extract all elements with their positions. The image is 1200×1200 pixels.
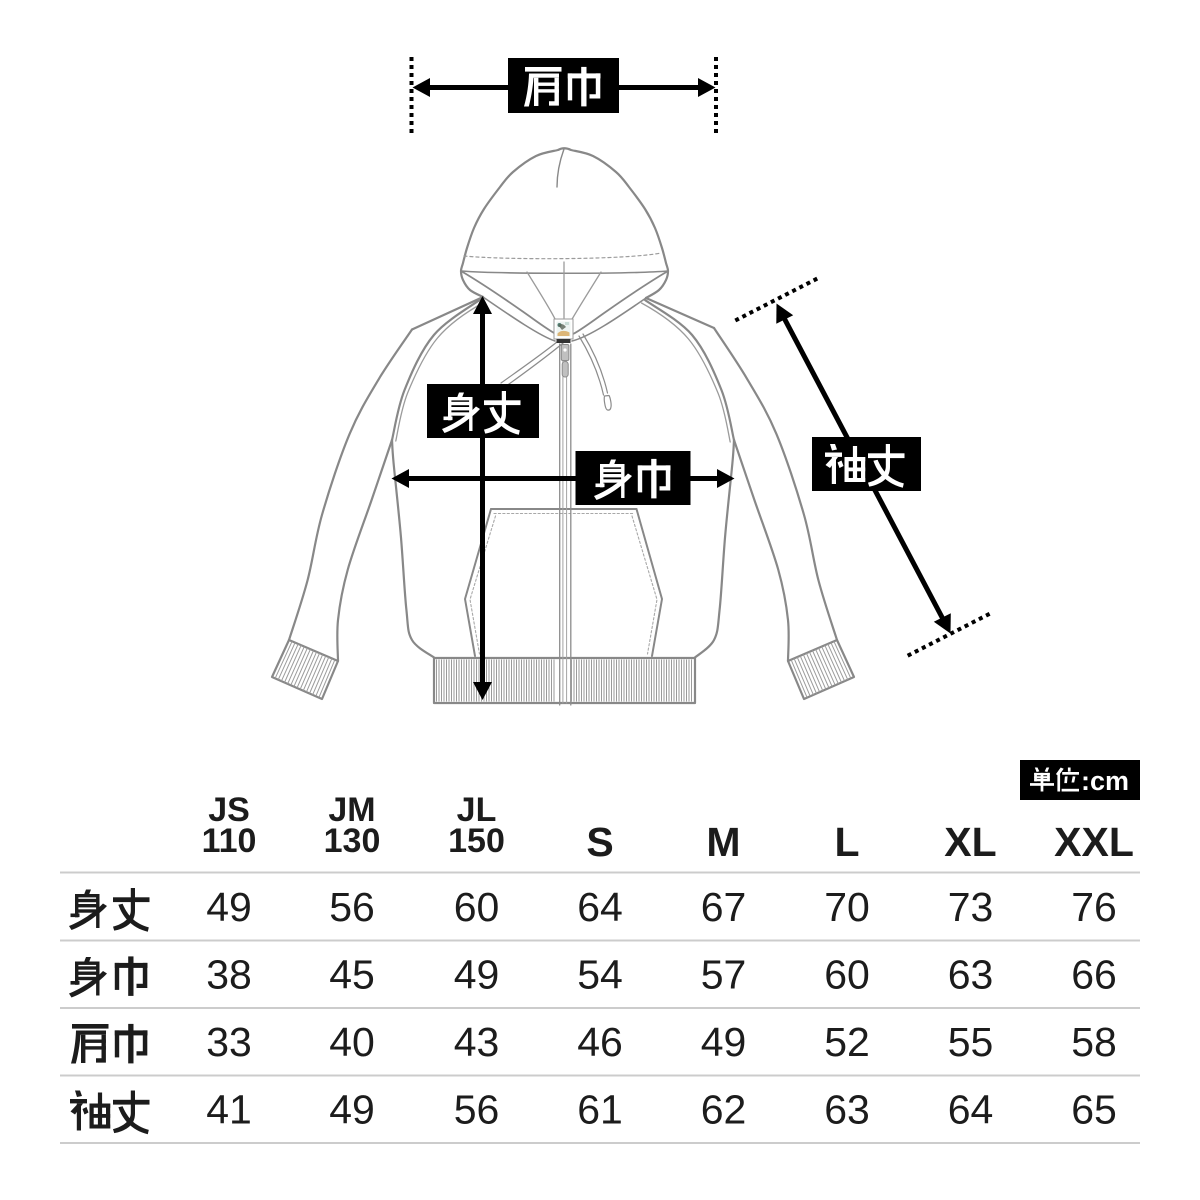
svg-text:110: 110 — [202, 822, 257, 860]
svg-text:60: 60 — [824, 952, 870, 998]
svg-text:58: 58 — [1071, 1019, 1117, 1065]
svg-text:JM: JM — [328, 791, 375, 829]
svg-text:130: 130 — [324, 822, 381, 860]
svg-text:S: S — [586, 819, 613, 865]
svg-text:M: M — [706, 819, 740, 865]
svg-text:55: 55 — [948, 1019, 994, 1065]
svg-text:57: 57 — [701, 952, 747, 998]
svg-text:66: 66 — [1071, 952, 1117, 998]
svg-text:XXL: XXL — [1054, 819, 1134, 865]
svg-text:40: 40 — [329, 1019, 375, 1065]
svg-text:L: L — [834, 819, 859, 865]
svg-text:56: 56 — [329, 884, 375, 930]
svg-text:43: 43 — [454, 1019, 500, 1065]
svg-text:70: 70 — [824, 884, 870, 930]
svg-text:54: 54 — [577, 952, 623, 998]
svg-text:38: 38 — [206, 952, 252, 998]
svg-text:XL: XL — [944, 819, 996, 865]
svg-text:60: 60 — [454, 884, 500, 930]
svg-text:46: 46 — [577, 1019, 623, 1065]
svg-text:61: 61 — [577, 1087, 623, 1133]
svg-text:JS: JS — [208, 791, 250, 829]
svg-text::cm: :cm — [1081, 766, 1129, 796]
svg-text:52: 52 — [824, 1019, 870, 1065]
svg-text:64: 64 — [948, 1087, 994, 1133]
svg-text:49: 49 — [701, 1019, 747, 1065]
svg-text:56: 56 — [454, 1087, 500, 1133]
svg-text:45: 45 — [329, 952, 375, 998]
svg-text:JL: JL — [457, 791, 497, 829]
svg-text:49: 49 — [454, 952, 500, 998]
svg-text:63: 63 — [824, 1087, 870, 1133]
svg-text:62: 62 — [701, 1087, 747, 1133]
svg-text:64: 64 — [577, 884, 623, 930]
svg-text:67: 67 — [701, 884, 747, 930]
svg-text:41: 41 — [206, 1087, 252, 1133]
svg-text:150: 150 — [448, 822, 505, 860]
svg-text:73: 73 — [948, 884, 994, 930]
svg-text:49: 49 — [206, 884, 252, 930]
svg-text:63: 63 — [948, 952, 994, 998]
svg-text:65: 65 — [1071, 1087, 1117, 1133]
svg-text:49: 49 — [329, 1087, 375, 1133]
svg-text:76: 76 — [1071, 884, 1117, 930]
svg-text:33: 33 — [206, 1019, 252, 1065]
